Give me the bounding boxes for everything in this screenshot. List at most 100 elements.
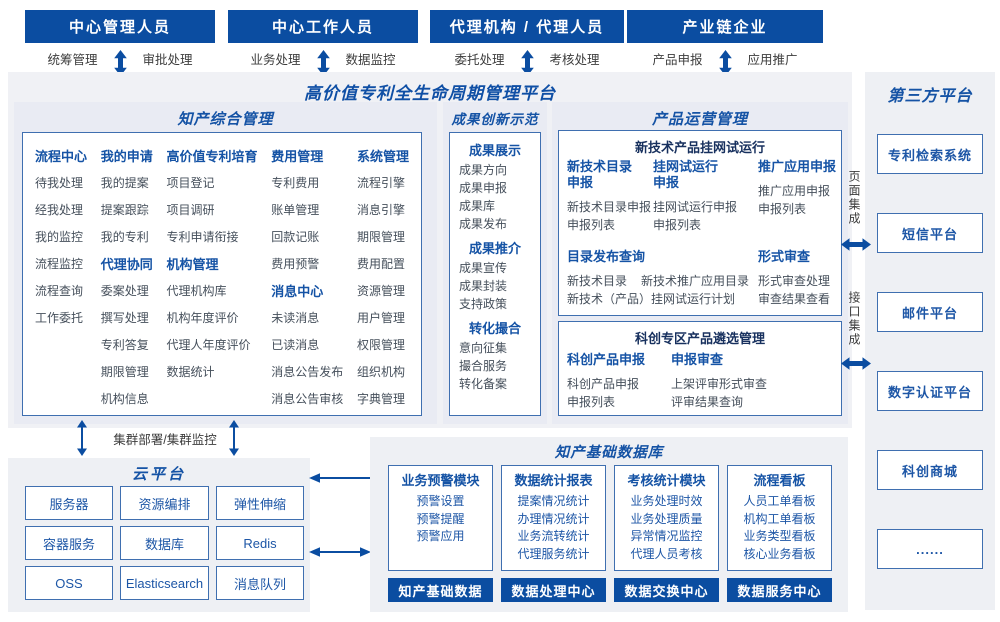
menu-item: 审查结果查看 [758,292,831,306]
menu-item: 专利答复 [100,338,149,352]
menu-item: 委案处理 [100,284,149,298]
double-arrow-horizontal-icon [841,238,871,251]
menu-item: 人员工单看板 [743,494,816,508]
menu-item: 预警设置 [416,494,465,508]
data-box: 数据统计报表 提案情况统计办理情况统计业务流转统计代理服务统计 [501,465,606,571]
role-bar-agency: 代理机构 / 代理人员 [430,10,624,43]
role-action-label: 考核处理 [549,52,600,67]
menu-item: 工作委托 [35,311,84,325]
menu-item: 申报列表 [758,202,807,216]
menu-item: 业务类型看板 [743,529,816,543]
menu-item: 用户管理 [356,311,405,325]
third-party-box: 数字认证平台 [877,371,983,411]
product-ops-box-sci: 科创专区产品遴选管理 科创产品申报 科创产品申报申报列表 申报审查 上架评审形式… [558,321,842,416]
menu-group-header: 目录发布查询 [567,249,646,264]
menu-item: 挂网试运行申报 [653,200,738,214]
menu-item: 新技术目录申报 [567,200,652,214]
menu-item: 代理机构库 [166,284,227,298]
menu-item: 机构信息 [100,392,149,406]
menu-column: 我的申请我的提案提案跟踪我的专利代理协同委案处理撰写处理专利答复期限管理机构信息 [101,142,153,406]
menu-group-header: 代理协同 [100,257,153,272]
menu-item: 代理服务统计 [517,546,590,561]
menu-group-header: 系统管理 [356,149,409,164]
third-party-box: 科创商城 [877,450,983,490]
data-center-badge: 数据服务中心 [727,578,832,602]
third-party-box: 专利检索系统 [877,134,983,174]
cluster-arrow-icon [229,420,239,456]
role-actions-center-manager: 统筹管理 审批处理 [25,48,215,76]
role-bar-center-staff: 中心工作人员 [228,10,418,43]
double-arrow-horizontal-icon [841,357,871,370]
menu-column: 高价值专利培育项目登记项目调研专利申请衔接机构管理代理机构库机构年度评价代理人年… [166,142,257,406]
menu-group: 目录发布查询 新技术目录新技术推广应用目录新技术（产品）挂网试运行计划 [567,249,755,308]
menu-item: 新技术推广应用目录 [641,274,750,288]
menu-item: 期限管理 [356,230,405,244]
menu-item: 未读消息 [271,311,320,325]
menu-item: 代理人员考核 [630,546,703,561]
menu-item: 支持政策 [459,297,508,311]
menu-item: 预警应用 [416,529,465,543]
menu-group-header: 成果展示 [468,143,521,158]
menu-item: 经我处理 [35,203,84,217]
menu-item: 项目登记 [166,176,215,190]
menu-item: 新技术（产品）挂网试运行计划 [567,292,736,306]
data-platform-section: 知产基础数据库 业务预警模块 预警设置预警提醒预警应用 知产基础数据 数据统计报… [370,437,848,612]
menu-group: 成果展示 成果方向成果申报成果库成果发布 [454,141,536,233]
menu-group: 转化撮合 意向征集撮合服务转化备案 [454,319,536,393]
data-column: 考核统计模块 业务处理时效业务处理质量异常情况监控代理人员考核 数据交换中心 [614,465,719,602]
menu-item: 机构工单看板 [743,511,816,526]
menu-item: 撰写处理 [100,311,149,325]
menu-item: 项目调研 [166,203,215,217]
product-ops-box-trial: 新技术产品挂网试运行 新技术目录申报 新技术目录申报申报列表 挂网试运行申报 挂… [558,130,842,316]
menu-group-header: 形式审查 [758,249,811,264]
menu-item: 已读消息 [271,338,320,352]
menu-item: 成果申报 [459,181,508,195]
menu-item: 流程引擎 [356,176,405,190]
menu-item: 申报列表 [653,218,702,232]
role-action-label: 审批处理 [142,52,193,67]
role-bar-center-manager: 中心管理人员 [25,10,215,43]
cloud-box: Redis [216,526,304,560]
role-action-label: 应用推广 [747,52,798,67]
menu-group: 形式审查 形式审查处理审查结果查看 [758,249,840,308]
api-integration-label: 接口集成 [847,291,861,347]
menu-item: 提案情况统计 [517,494,590,508]
product-ops-title: 产品运营管理 [651,111,748,128]
menu-item: 消息引擎 [356,203,405,217]
menu-column: 流程中心待我处理经我处理我的监控流程监控流程查询工作委托 [35,142,87,406]
data-center-badge: 知产基础数据 [388,578,493,602]
menu-item: 流程查询 [35,284,84,298]
menu-item: 核心业务看板 [743,546,816,561]
trial-box-title: 新技术产品挂网试运行 [634,140,765,155]
menu-item: 期限管理 [100,365,149,379]
menu-item: 意向征集 [459,341,508,355]
menu-item: 成果方向 [459,163,508,177]
menu-item: 机构年度评价 [166,311,239,325]
menu-group-header: 新技术目录申报 [567,159,633,190]
menu-group: 成果推介 成果宣传成果封装支持政策 [454,239,536,313]
sci-box-title: 科创专区产品遴选管理 [634,331,765,346]
page-integration-label: 页面集成 [847,170,861,226]
menu-item: 科创产品申报 [567,377,640,391]
achievement-menu: 成果展示 成果方向成果申报成果库成果发布 成果推介 成果宣传成果封装支持政策 转… [449,132,541,416]
menu-group-header: 成果推介 [468,241,521,256]
cloud-box: Elasticsearch [120,566,209,600]
menu-item: 形式审查处理 [758,274,831,288]
menu-item: 办理情况统计 [517,511,590,526]
cloud-box: 资源编排 [120,486,209,520]
cloud-box: 服务器 [25,486,113,520]
ip-management-menu: 流程中心待我处理经我处理我的监控流程监控流程查询工作委托 我的申请我的提案提案跟… [22,132,422,416]
data-platform-title: 知产基础数据库 [554,445,664,461]
achievement-title: 成果创新示范 [451,112,539,127]
cloud-box: OSS [25,566,113,600]
role-action-label: 业务处理 [250,52,301,67]
menu-group-header: 流程中心 [35,149,88,164]
menu-item: 业务处理时效 [630,494,703,508]
menu-item: 成果库 [459,199,496,213]
data-box: 业务预警模块 预警设置预警提醒预警应用 [388,465,493,571]
menu-group-header: 高价值专利培育 [166,149,258,164]
menu-item: 回款记账 [271,230,320,244]
menu-item: 消息公告发布 [271,365,344,379]
menu-group-header: 挂网试运行申报 [653,159,719,190]
